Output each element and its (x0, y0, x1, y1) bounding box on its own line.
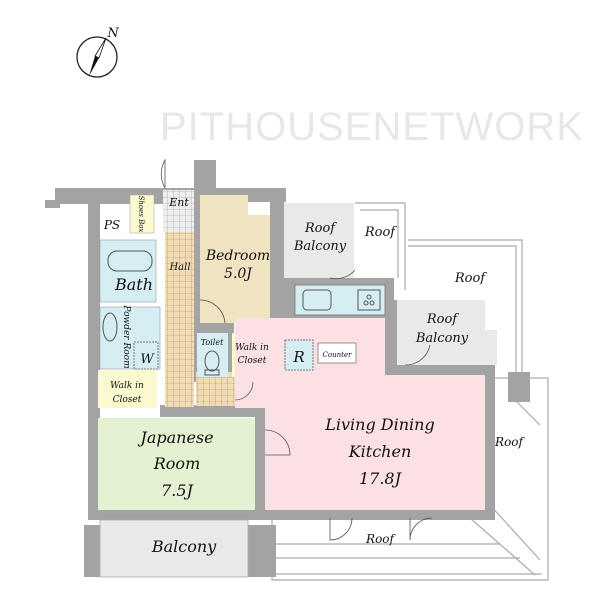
japanese-room-size: 7.5J (161, 481, 194, 500)
roof-balcony-top-label-2: Balcony (293, 239, 347, 254)
japanese-room-label-2: Room (153, 454, 200, 473)
powder-room-label: Powder Room (121, 304, 131, 368)
watermark: PITHOUSENETWORK (160, 105, 584, 149)
ldk-size: 17.8J (359, 469, 403, 488)
toilet-label: Toilet (201, 338, 224, 347)
roof-small-label: Roof (364, 225, 397, 240)
roof-balcony-top-label: Roof (304, 221, 337, 236)
walk-in-closet-left-label: Walk in (110, 381, 144, 391)
north-compass-icon: N (76, 26, 119, 78)
refrigerator-label: R (292, 348, 304, 366)
ldk-label: Living Dining (324, 415, 434, 434)
ps-label: PS (103, 218, 120, 232)
washer-label: W (140, 352, 155, 367)
bedroom-size: 5.0J (224, 266, 253, 282)
balcony-label: Balcony (151, 537, 217, 556)
roof-balcony-right-label: Roof (426, 312, 459, 327)
compass-label: N (106, 26, 119, 41)
room-labels: PS Shoes Box Ent Hall Bath Powder Room W… (103, 196, 526, 556)
roof-bottom-label: Roof (365, 532, 396, 546)
roof-balcony-right-label-2: Balcony (415, 331, 469, 346)
roof-right-label: Roof (494, 435, 525, 449)
ldk-label-2: Kitchen (348, 442, 412, 461)
walk-in-closet-mid-label-2: Closet (238, 356, 267, 366)
hall-label: Hall (168, 262, 190, 273)
counter-label: Counter (323, 351, 353, 359)
japanese-room-label: Japanese (137, 428, 213, 447)
entrance-label: Ent (168, 196, 189, 209)
bath-label: Bath (114, 275, 153, 294)
walk-in-closet-left-label-2: Closet (113, 395, 142, 405)
rooms (98, 190, 497, 578)
doors (160, 158, 433, 541)
roof-large-label: Roof (454, 271, 487, 286)
walk-in-closet-mid-label: Walk in (235, 343, 269, 353)
bedroom-label: Bedroom (205, 248, 270, 264)
shoes-box-label: Shoes Box (137, 196, 145, 233)
